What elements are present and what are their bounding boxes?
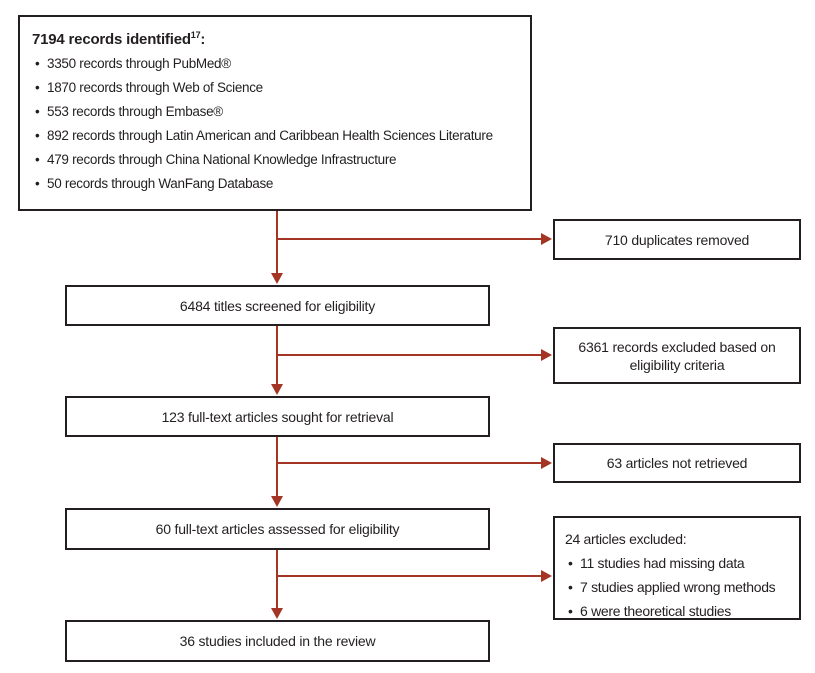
- arrow-to-articles-excluded-head: [541, 570, 552, 582]
- identification-title-colon: :: [200, 31, 206, 48]
- articles-not-retrieved-box: 63 articles not retrieved: [553, 443, 801, 483]
- articles-excluded-title: 24 articles excluded:: [565, 531, 687, 547]
- exclusion-reason-list: 11 studies had missing data 7 studies ap…: [565, 551, 789, 623]
- fulltext-assessed-label: 60 full-text articles assessed for eligi…: [155, 521, 400, 537]
- arrow-sought-to-assessed-stem: [276, 437, 278, 496]
- studies-included-box: 36 studies included in the review: [65, 620, 490, 662]
- fulltext-sought-box: 123 full-text articles sought for retrie…: [65, 396, 490, 437]
- arrow-screened-to-sought-head: [271, 384, 283, 395]
- reference-superscript: 17: [190, 30, 201, 40]
- identification-item-embase: 553 records through Embase®: [32, 100, 518, 124]
- arrow-assessed-to-included-head: [271, 608, 283, 619]
- arrow-to-records-excluded-head: [541, 349, 552, 361]
- identification-title: 7194 records identified17:: [32, 28, 518, 52]
- fulltext-assessed-box: 60 full-text articles assessed for eligi…: [65, 508, 490, 550]
- titles-screened-label: 6484 titles screened for eligibility: [179, 297, 376, 314]
- exclusion-reason-missing-data: 11 studies had missing data: [565, 551, 789, 575]
- studies-included-label: 36 studies included in the review: [179, 633, 376, 649]
- identification-item-web-of-science: 1870 records through Web of Science: [32, 76, 518, 100]
- arrow-to-articles-excluded-line: [277, 575, 541, 577]
- identification-box: 7194 records identified17: 3350 records …: [18, 15, 532, 211]
- arrow-to-duplicates-removed-head: [541, 233, 552, 245]
- identification-item-pubmed: 3350 records through PubMed®: [32, 52, 518, 76]
- arrow-identified-to-screened-stem: [276, 211, 278, 273]
- duplicates-removed-box: 710 duplicates removed: [553, 219, 801, 260]
- identification-title-text: 7194 records identified: [32, 31, 191, 48]
- arrow-to-records-excluded-line: [277, 354, 541, 356]
- articles-not-retrieved-label: 63 articles not retrieved: [606, 455, 748, 471]
- identification-item-wanfang: 50 records through WanFang Database: [32, 172, 518, 196]
- identification-item-lilacs: 892 records through Latin American and C…: [32, 124, 518, 148]
- identification-item-cnki: 479 records through China National Knowl…: [32, 148, 518, 172]
- exclusion-reason-theoretical: 6 were theoretical studies: [565, 599, 789, 623]
- arrow-to-duplicates-removed-line: [277, 238, 541, 240]
- arrow-sought-to-assessed-head: [271, 496, 283, 507]
- exclusion-reason-wrong-methods: 7 studies applied wrong methods: [565, 575, 789, 599]
- arrow-to-not-retrieved-head: [541, 457, 552, 469]
- fulltext-sought-label: 123 full-text articles sought for retrie…: [161, 408, 394, 425]
- arrow-to-not-retrieved-line: [277, 462, 541, 464]
- articles-excluded-box: 24 articles excluded: 11 studies had mis…: [553, 516, 801, 623]
- records-excluded-box: 6361 records excluded based on eligibili…: [553, 327, 801, 384]
- arrow-identified-to-screened-head: [271, 273, 283, 284]
- identification-source-list: 3350 records through PubMed® 1870 record…: [32, 52, 518, 196]
- arrow-assessed-to-included-stem: [276, 550, 278, 608]
- titles-screened-box: 6484 titles screened for eligibility: [65, 285, 490, 326]
- records-excluded-label: 6361 records excluded based on eligibili…: [578, 338, 776, 373]
- duplicates-removed-label: 710 duplicates removed: [604, 231, 750, 248]
